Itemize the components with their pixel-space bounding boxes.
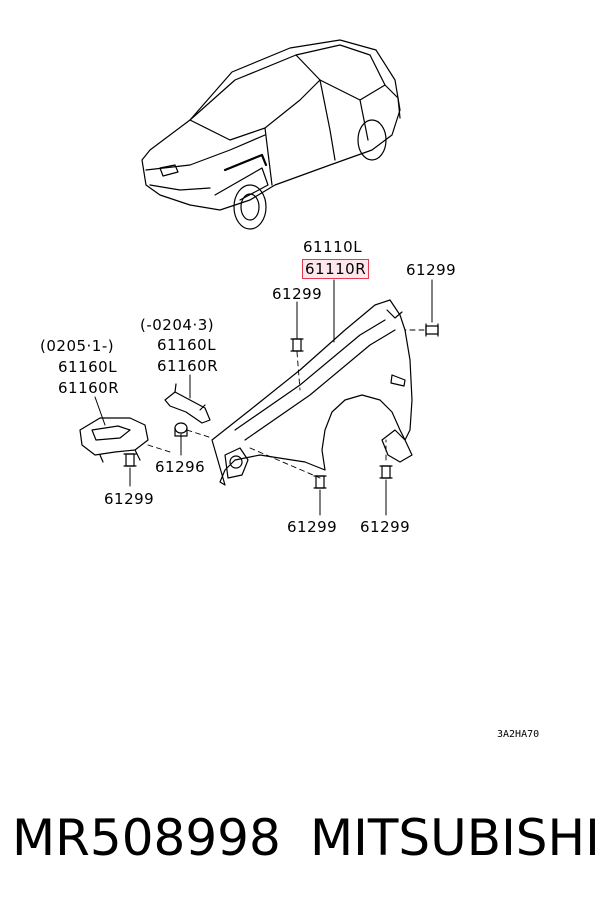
label-bracket-a-l: 61160L — [58, 358, 118, 376]
bracket-a-61160 — [79, 417, 149, 463]
label-bracket-b-l: 61160L — [157, 336, 217, 354]
label-screw-bottom-center: 61299 — [287, 518, 338, 536]
brand-name: MITSUBISHI — [310, 809, 600, 867]
parts-diagram — [79, 39, 439, 516]
fender-61110 — [211, 299, 413, 486]
leader-lines — [94, 279, 433, 516]
footer: MR508998 MITSUBISHI — [0, 808, 600, 878]
car-illustration — [141, 39, 401, 230]
screws — [123, 323, 439, 489]
part-number: MR508998 — [12, 809, 281, 867]
label-screw-top-right: 61299 — [406, 261, 457, 279]
label-clip: 61296 — [155, 458, 206, 476]
label-fender-l: 61110L — [303, 238, 363, 256]
label-screw-top-center: 61299 — [272, 285, 323, 303]
label-screw-left: 61299 — [104, 490, 155, 508]
label-fender-r: 61110R — [302, 259, 370, 279]
label-screw-bottom-right: 61299 — [360, 518, 411, 536]
bracket-b-61160 — [164, 383, 211, 424]
label-bracket-b-range: (-0204·3) — [140, 316, 215, 334]
label-bracket-a-range: (0205·1-) — [40, 337, 115, 355]
assembly-lines — [147, 329, 425, 479]
label-bracket-b-r: 61160R — [157, 357, 219, 375]
diagram-code: 3A2HA70 — [497, 729, 540, 740]
label-bracket-a-r: 61160R — [58, 379, 120, 397]
